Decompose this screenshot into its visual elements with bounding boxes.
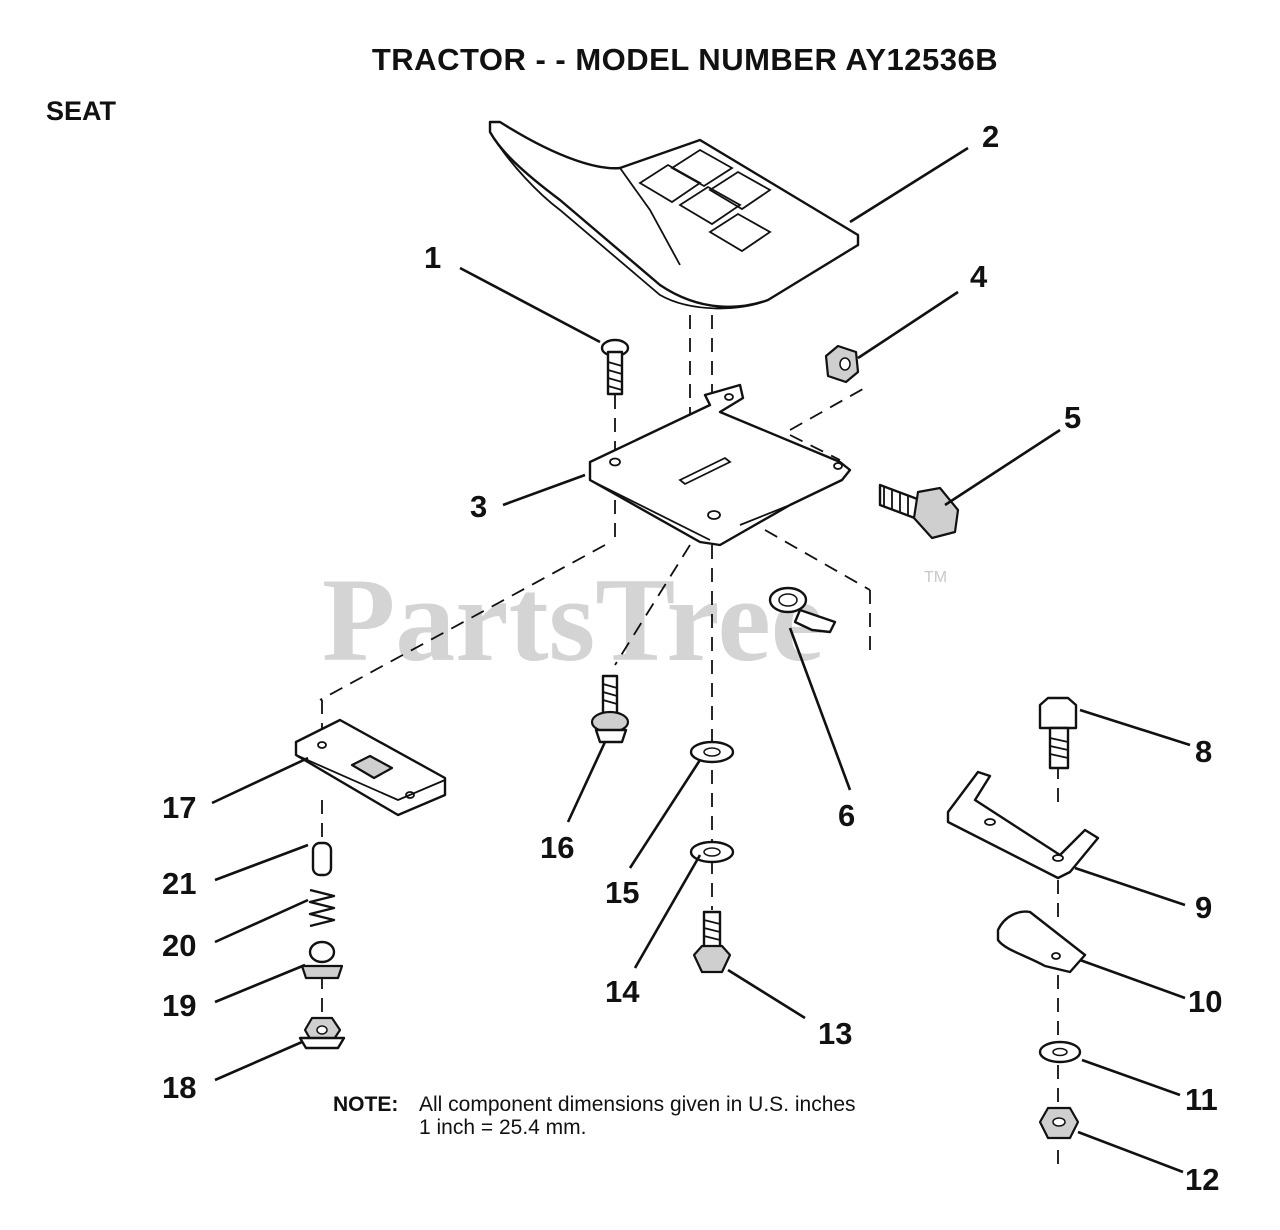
- latch-plate-part: [294, 718, 447, 817]
- callout-5: 5: [1064, 400, 1081, 435]
- callout-13: 13: [818, 1016, 852, 1051]
- page-title: TRACTOR - - MODEL NUMBER AY12536B: [371, 42, 999, 77]
- note-line-2: 1 inch = 25.4 mm.: [419, 1116, 587, 1139]
- callout-12: 12: [1185, 1162, 1219, 1197]
- spring-clip-part: [996, 910, 1087, 974]
- section-label: SEAT: [46, 96, 117, 126]
- callout-20: 20: [162, 928, 196, 963]
- nut-part: [824, 344, 860, 384]
- callout-16: 16: [540, 830, 574, 865]
- bushing-part: [300, 940, 344, 980]
- callout-3: 3: [470, 489, 487, 524]
- callout-1: 1: [424, 240, 441, 275]
- callout-11: 11: [1185, 1082, 1218, 1117]
- hex-bolt-part: [1038, 696, 1078, 770]
- seat-plate-part: [588, 383, 852, 547]
- flange-nut-part: [298, 1016, 346, 1050]
- callout-19: 19: [162, 988, 196, 1023]
- callout-18: 18: [162, 1070, 196, 1105]
- callout-6: 6: [838, 798, 855, 833]
- callout-8: 8: [1195, 734, 1212, 769]
- callout-2: 2: [982, 119, 999, 154]
- callout-18-alt: 21: [162, 866, 196, 901]
- lock-nut-part: [1038, 1106, 1080, 1140]
- hex-bolt-part: [692, 910, 732, 974]
- note-line-1: All component dimensions given in U.S. i…: [419, 1093, 856, 1116]
- callout-labels: 1 2 3 4 5 6 8 9 10 11 12 13 14 15 16 17 …: [162, 119, 1222, 1197]
- watermark: PartsTree: [322, 553, 824, 686]
- note-body: All component dimensions given in U.S. i…: [419, 1093, 856, 1139]
- callout-10: 10: [1188, 984, 1222, 1019]
- pin-part: [311, 841, 333, 877]
- note-label: NOTE:: [333, 1093, 399, 1116]
- seat-part: [488, 120, 860, 310]
- callout-14: 14: [605, 974, 640, 1009]
- shoulder-bolt-part: [878, 483, 960, 540]
- callout-15: 15: [605, 875, 639, 910]
- callout-17: 17: [162, 790, 196, 825]
- shoulder-screw-part: [590, 674, 630, 744]
- dimensions-note: NOTE: All component dimensions given in U…: [333, 1093, 856, 1139]
- clip-part: [768, 586, 837, 634]
- callout-4: 4: [970, 259, 988, 294]
- leader-lines: [211, 146, 1191, 1174]
- spring-part: [308, 888, 336, 928]
- bracket-part: [946, 770, 1100, 880]
- carriage-bolt-part: [600, 338, 630, 396]
- callout-9: 9: [1195, 890, 1212, 925]
- watermark-trademark: TM: [924, 569, 947, 586]
